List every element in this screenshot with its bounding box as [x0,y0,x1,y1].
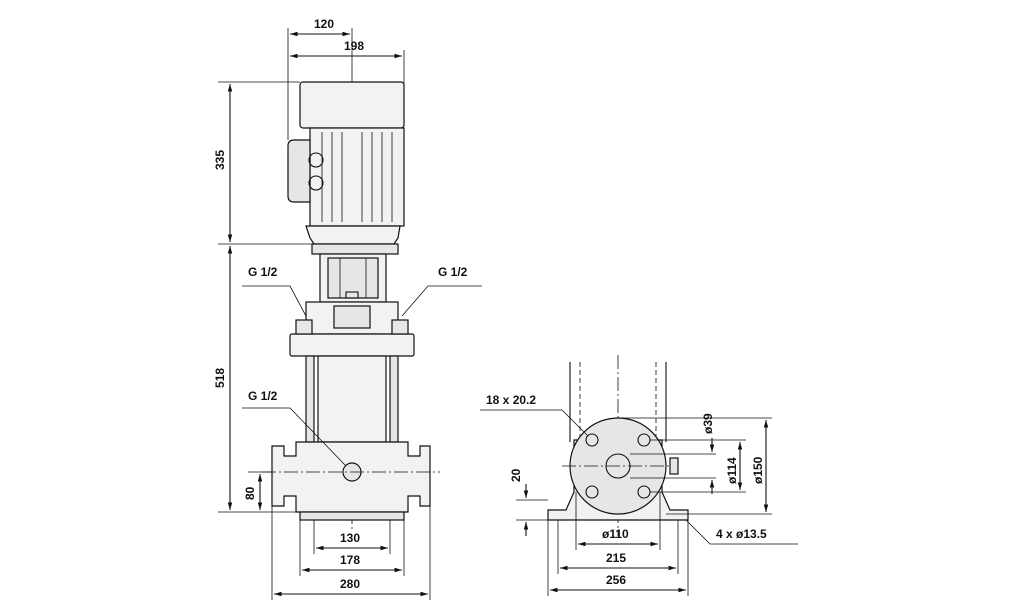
leader-g12-right [401,285,482,317]
motor-fins [321,132,393,222]
flange-bolt-tl [585,433,599,447]
motor-body [309,127,405,227]
terminal-box [287,139,311,203]
flange-bolt-bl [585,485,599,499]
dim-178: 178 [340,553,360,567]
dim-foot-20: 20 [509,468,523,482]
label-flange-bolts: 18 x 20.2 [486,393,536,407]
tie-bolt-right [389,355,399,443]
label-g12-left: G 1/2 [248,265,278,279]
dim-256: 256 [606,573,626,587]
leader-g12-left [242,285,307,317]
dim-198: 198 [344,39,364,53]
dim-d39: ø39 [701,413,715,434]
pump-head-window [333,305,371,329]
side-plug [669,457,679,475]
dim-d114: ø114 [725,457,739,484]
dim-130: 130 [340,531,360,545]
leader-flange-bolts [480,409,589,437]
coupling-bolt [345,291,359,299]
label-base-holes: 4 x ø13.5 [716,527,767,541]
pump-sleeve [317,355,387,443]
cable-gland-lower [308,175,324,191]
dim-280: 280 [340,577,360,591]
dim-d110: ø110 [602,527,629,541]
pump-head-flange [289,333,415,357]
leader-g12-drain [242,407,347,467]
cable-gland-upper [308,152,324,168]
dim-80: 80 [243,486,257,500]
dim-215: 215 [606,551,626,565]
motor-cap [299,81,405,129]
motor-flange-lower [311,243,399,255]
dim-d150: ø150 [751,456,765,484]
coupling-shaft [327,257,379,299]
dim-518: 518 [213,368,227,388]
label-g12-drain: G 1/2 [248,389,278,403]
label-g12-right: G 1/2 [438,265,468,279]
base-plate [299,511,405,521]
leader-base-holes [685,519,798,545]
motor-flange [305,225,401,245]
side-view: 18 x 20.2 ø39 ø114 ø150 20 4 x ø13.5 ø11… [480,355,798,596]
vent-plug-left [295,319,313,335]
vent-plug-right [391,319,409,335]
front-view: 120 198 335 518 80 G 1/2 G 1/2 G 1/2 130 [213,17,482,600]
dim-335: 335 [213,150,227,170]
dim-120: 120 [314,17,334,31]
